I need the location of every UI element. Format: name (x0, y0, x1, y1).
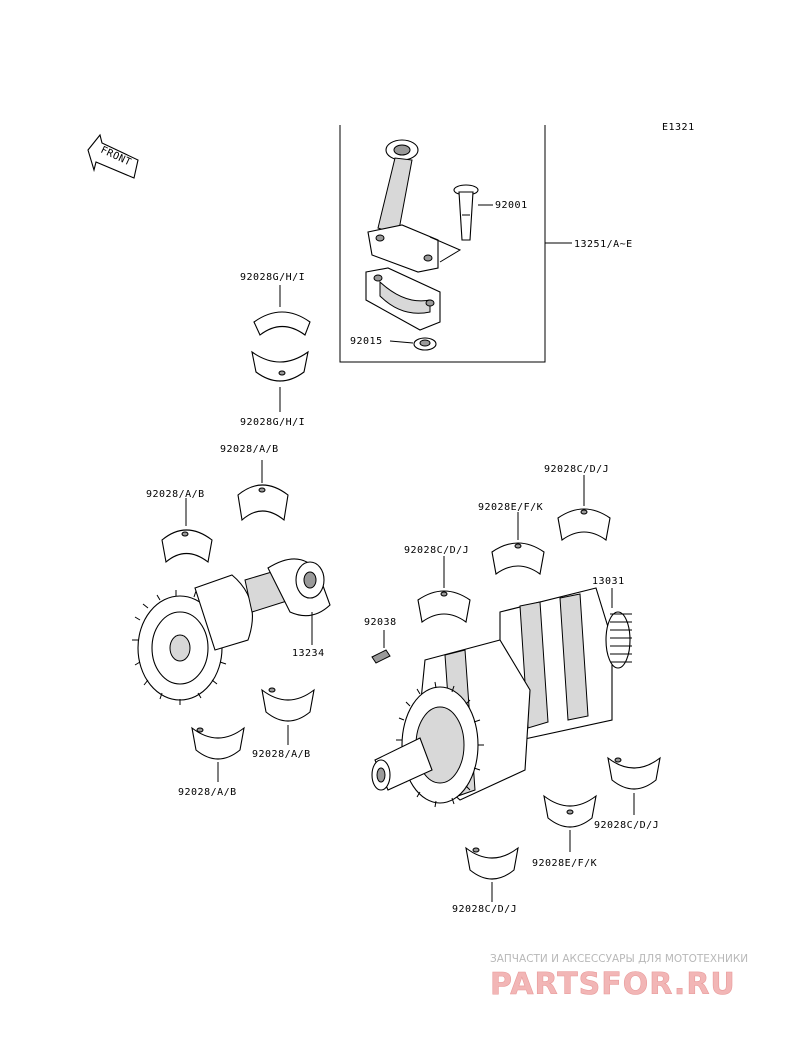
label-crank-bearing-cdj-mid: 92028C/D/J (404, 545, 469, 556)
balancer-bearing-top-image (237, 460, 289, 522)
balancer-bearing-bottom-image (191, 726, 245, 782)
label-balancer-bearing-top: 92028/A/B (220, 444, 279, 455)
label-conrod-bearing-lower: 92028G/H/I (240, 417, 305, 428)
diagram-code: E1321 (662, 122, 695, 133)
label-conrod-assy: 13251/A~E (574, 239, 633, 250)
connecting-rod-image (365, 139, 441, 331)
front-arrow-icon: FRONT (87, 133, 139, 179)
label-balancer-shaft: 13234 (292, 648, 325, 659)
watermark-caption: ЗАПЧАСТИ И АКСЕССУАРЫ ДЛЯ МОТОТЕХНИКИ (490, 953, 748, 965)
balancer-bearing-left-image (161, 498, 213, 564)
crank-bearing-cdj-right-image (607, 756, 661, 815)
balancer-shaft-image (132, 558, 331, 705)
nut-image (389, 337, 437, 351)
conrod-assembly-frame (339, 125, 572, 363)
label-crank-bearing-cdj-bottom: 92028C/D/J (452, 904, 517, 915)
crank-bearing-cdj-top-image (557, 475, 611, 541)
label-crank-bearing-cdj-right: 92028C/D/J (594, 820, 659, 831)
key-image (371, 630, 391, 664)
label-balancer-bearing-left: 92028/A/B (146, 489, 205, 500)
watermark-brand: PARTSFOR.RU (490, 967, 736, 1002)
label-nut: 92015 (350, 336, 383, 347)
label-conrod-bearing-upper: 92028G/H/I (240, 272, 305, 283)
label-bolt: 92001 (495, 200, 528, 211)
conrod-bearing-upper-image (253, 285, 311, 336)
label-crank-bearing-efk-bottom: 92028E/F/K (532, 858, 597, 869)
label-balancer-bearing-bottom: 92028/A/B (178, 787, 237, 798)
label-balancer-bearing-right-low: 92028/A/B (252, 749, 311, 760)
crank-bearing-efk-top-image (491, 512, 545, 575)
label-crank-bearing-cdj-top: 92028C/D/J (544, 464, 609, 475)
balancer-bearing-right-low-image (261, 687, 315, 745)
label-crank-bearing-efk-top: 92028E/F/K (478, 502, 543, 513)
crank-bearing-cdj-mid-image (417, 556, 471, 623)
label-crank-gear: 13031 (592, 576, 625, 587)
crank-bearing-efk-bottom-image (543, 794, 597, 852)
crank-bearing-cdj-bottom-image (465, 846, 519, 902)
crankshaft-image (371, 587, 632, 808)
label-key: 92038 (364, 617, 397, 628)
conrod-bearing-lower-image (251, 350, 309, 412)
bolt-image (429, 184, 493, 263)
